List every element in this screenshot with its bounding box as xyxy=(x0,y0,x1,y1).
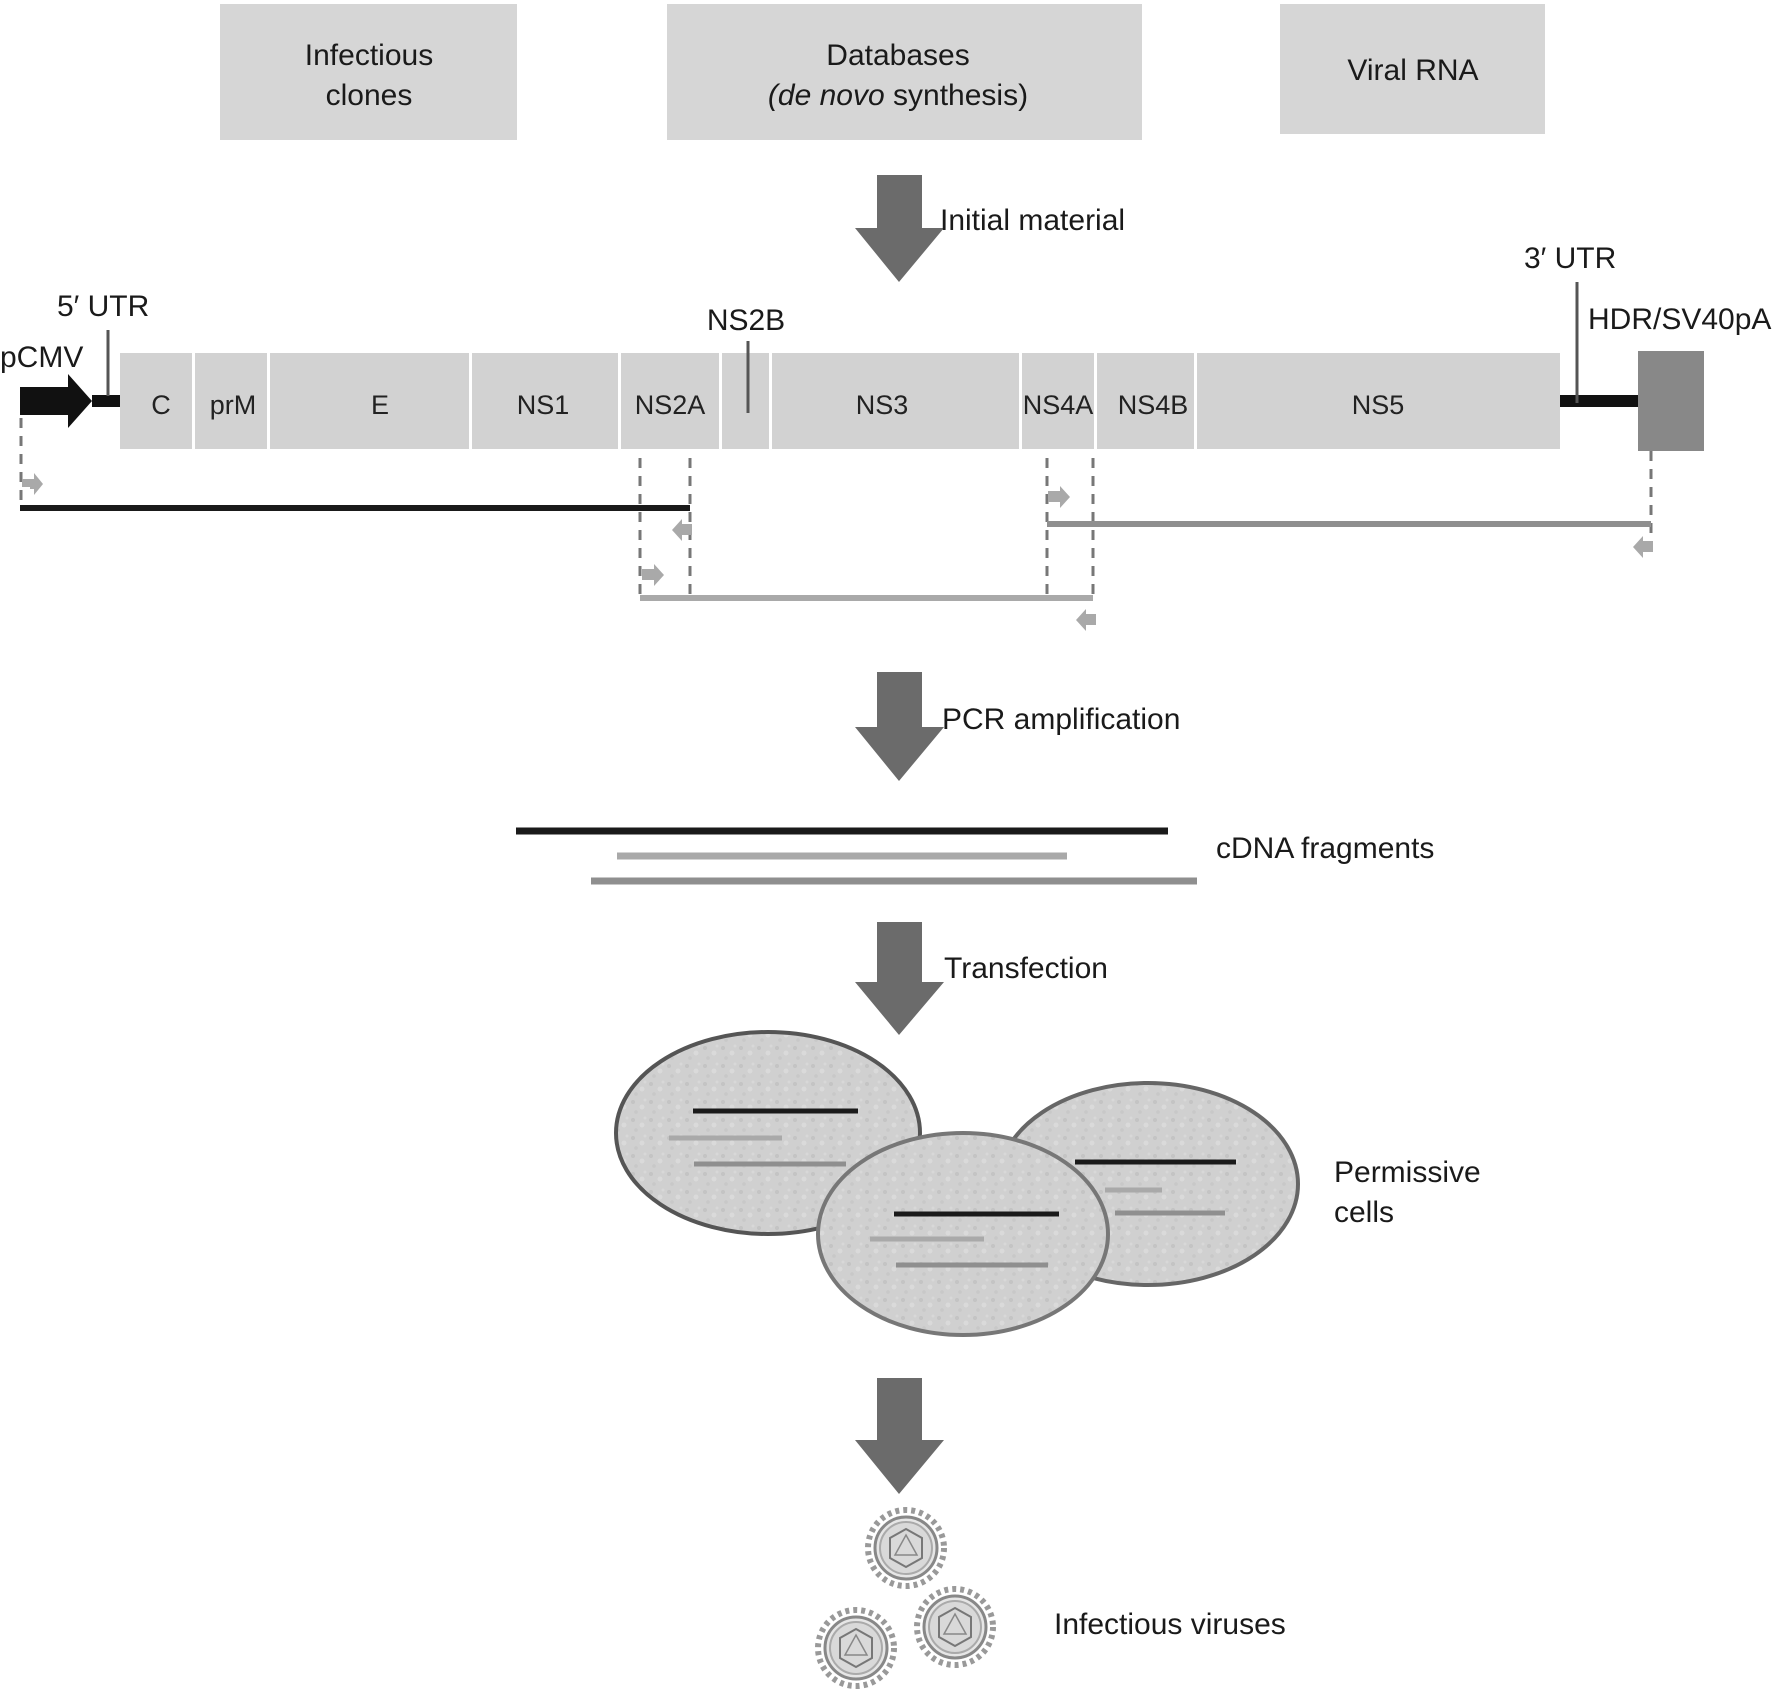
source-label-line2: clones xyxy=(326,79,413,112)
step-label: Transfection xyxy=(944,952,1108,985)
source-viral-rna: Viral RNA xyxy=(1280,4,1545,134)
utr3-label: 3′ UTR xyxy=(1524,242,1616,275)
amplicon-map xyxy=(19,418,1653,601)
infectious-viruses: Infectious viruses xyxy=(815,1507,1286,1689)
hdr-sv40pa-box xyxy=(1638,351,1704,451)
synthesis-text: synthesis) xyxy=(893,79,1028,112)
de-novo-italic: (de novo xyxy=(768,79,885,112)
primers xyxy=(22,473,1653,631)
cell-middle xyxy=(816,1131,1110,1337)
step-label: Initial material xyxy=(940,204,1125,237)
ns2b-label: NS2B xyxy=(707,304,785,337)
cdna-fragments-label: cDNA fragments xyxy=(1216,832,1434,865)
segment-label: E xyxy=(371,390,389,420)
segment-e xyxy=(270,353,469,449)
pcmv-arrow-icon xyxy=(20,374,92,428)
segment-prm xyxy=(195,353,267,449)
permissive-cells-label-line2: cells xyxy=(1334,1196,1394,1229)
segment-ns2b xyxy=(722,353,769,449)
permissive-cells-label-line1: Permissive xyxy=(1334,1156,1481,1189)
virus-icon xyxy=(815,1607,897,1689)
primer-reverse-icon xyxy=(672,519,692,541)
source-label-line2: (de novo synthesis) xyxy=(768,79,1028,112)
source-label: Viral RNA xyxy=(1347,54,1478,87)
virus-icon xyxy=(914,1586,996,1668)
segment-ns5 xyxy=(1197,353,1560,449)
primer-reverse-icon xyxy=(1076,609,1096,631)
segment-ns4b xyxy=(1097,353,1194,449)
segment-label: NS3 xyxy=(856,390,909,420)
step-label: PCR amplification xyxy=(942,703,1180,736)
segment-ns1 xyxy=(472,353,618,449)
arrow-initial-material: Initial material xyxy=(855,175,1125,282)
source-label-line1: Infectious xyxy=(305,39,433,72)
primer-forward-icon xyxy=(22,473,43,495)
segment-label: C xyxy=(151,390,171,420)
primer-forward-icon xyxy=(642,564,664,586)
infectious-viruses-label: Infectious viruses xyxy=(1054,1608,1286,1641)
segment-label: NS4B xyxy=(1118,390,1189,420)
terminator-label: HDR/SV40pA xyxy=(1588,303,1771,336)
cdna-fragments: cDNA fragments xyxy=(516,827,1434,885)
promoter-label: pCMV xyxy=(0,341,83,374)
segment-label: NS2A xyxy=(635,390,706,420)
segment-ns3 xyxy=(772,353,1019,449)
permissive-cells: Permissive cells xyxy=(614,1030,1481,1337)
arrow-pcr-amplification: PCR amplification xyxy=(855,672,1180,781)
primer-forward-icon xyxy=(1048,486,1070,508)
utr5-label: 5′ UTR xyxy=(57,290,149,323)
genome-construct: pCMV 5′ UTR C prM E NS1 NS2A NS3 NS4A NS… xyxy=(0,242,1771,451)
arrow-transfection: Transfection xyxy=(855,922,1108,1035)
segment-label: NS4A xyxy=(1023,390,1094,420)
primer-reverse-icon xyxy=(1633,536,1653,558)
segment-label: prM xyxy=(210,390,257,420)
source-infectious-clones: Infectious clones xyxy=(220,4,517,140)
segment-label: NS5 xyxy=(1352,390,1405,420)
source-databases: Databases (de novo synthesis) xyxy=(667,4,1142,140)
segment-label: NS1 xyxy=(517,390,570,420)
virus-icon xyxy=(865,1507,947,1589)
segment-ns4a xyxy=(1022,353,1094,449)
source-label-line1: Databases xyxy=(826,39,969,72)
segment-c xyxy=(120,353,192,449)
arrow-final xyxy=(855,1378,944,1494)
segment-ns2a xyxy=(621,353,719,449)
